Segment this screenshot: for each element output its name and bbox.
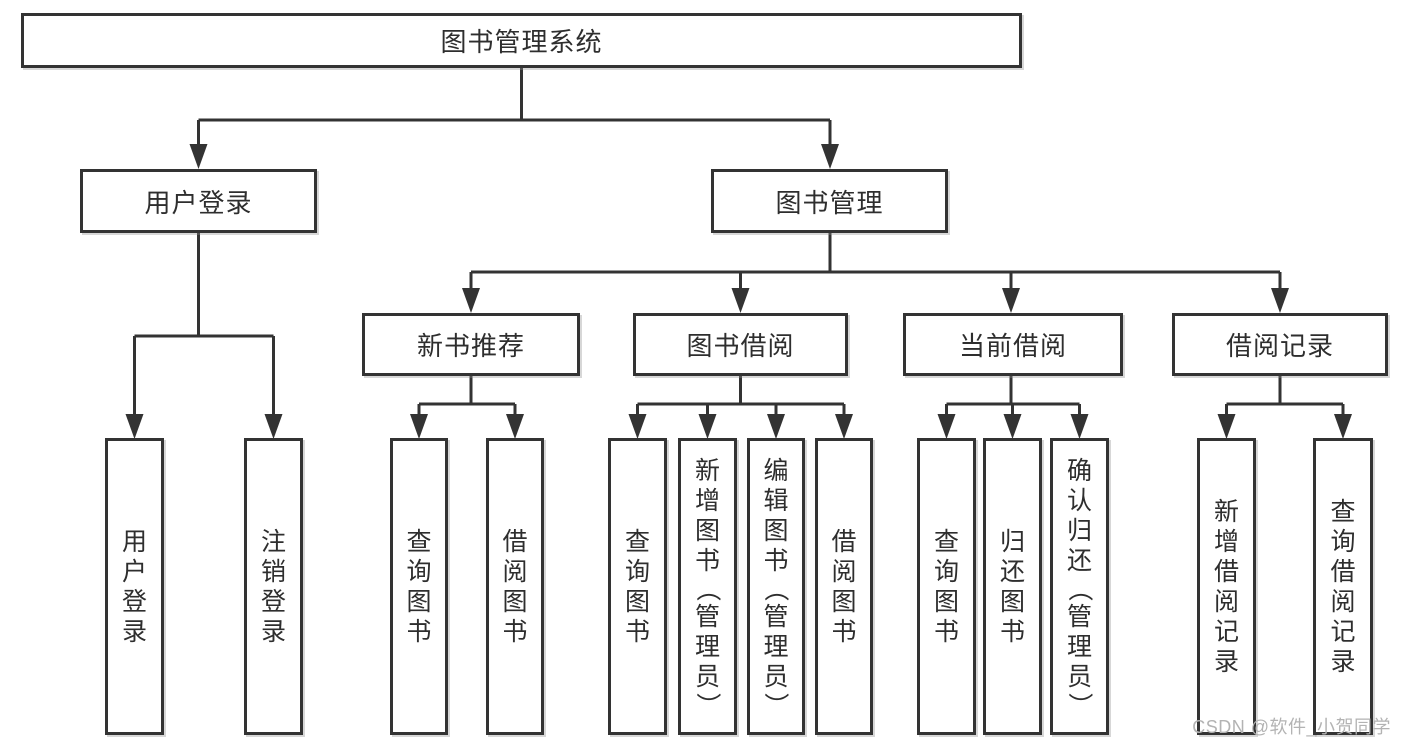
leaf-add-books-admin: 新增图书（管理员） xyxy=(678,438,737,735)
node-book-management: 图书管理 xyxy=(711,169,948,233)
leaf-user-login: 用户登录 xyxy=(105,438,164,735)
node-borrow-records-label: 借阅记录 xyxy=(1225,331,1334,361)
node-user-login: 用户登录 xyxy=(80,169,317,233)
leaf-logout: 注销登录 xyxy=(244,438,303,735)
leaf-query-borrow-record: 查询借阅记录 xyxy=(1313,438,1373,735)
node-user-login-label: 用户登录 xyxy=(144,187,253,218)
leaf-return-books: 归还图书 xyxy=(983,438,1042,735)
leaf-query-books-borrow: 查询图书 xyxy=(608,438,667,735)
node-borrow-records: 借阅记录 xyxy=(1172,313,1388,376)
leaf-borrow-books-borrow: 借阅图书 xyxy=(815,438,873,735)
node-book-borrow: 图书借阅 xyxy=(633,313,848,376)
leaf-confirm-return-admin: 确认归还（管理员） xyxy=(1050,438,1109,735)
csdn-watermark: CSDN @软件_小贺同学 xyxy=(1192,717,1391,737)
node-new-book-recommend: 新书推荐 xyxy=(362,313,580,376)
leaf-query-books-recommend: 查询图书 xyxy=(390,438,448,735)
node-current-borrow: 当前借阅 xyxy=(903,313,1123,376)
node-book-management-label: 图书管理 xyxy=(775,187,884,218)
leaf-edit-books-admin: 编辑图书（管理员） xyxy=(747,438,805,735)
node-new-book-recommend-label: 新书推荐 xyxy=(416,331,525,361)
leaf-add-borrow-record: 新增借阅记录 xyxy=(1197,438,1256,735)
node-current-borrow-label: 当前借阅 xyxy=(958,331,1067,361)
node-root: 图书管理系统 xyxy=(21,13,1022,68)
node-book-borrow-label: 图书借阅 xyxy=(686,331,795,361)
leaf-borrow-books-recommend: 借阅图书 xyxy=(486,438,544,735)
node-root-label: 图书管理系统 xyxy=(440,27,603,57)
leaf-query-books-current: 查询图书 xyxy=(917,438,976,735)
